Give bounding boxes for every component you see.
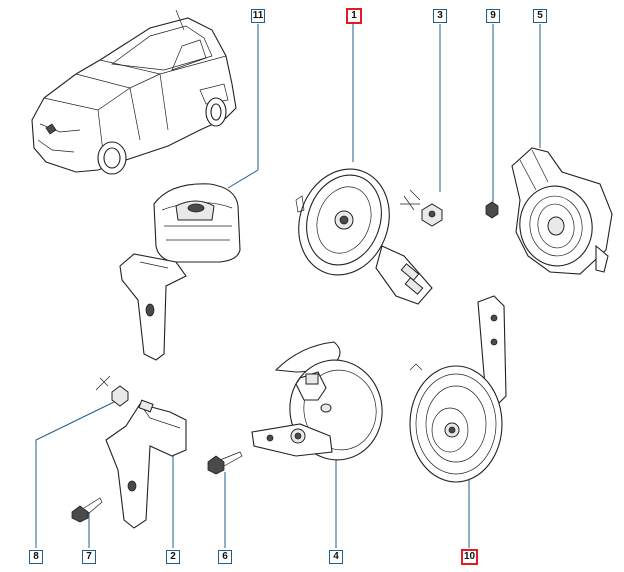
part-8-nut (95, 375, 129, 407)
part-9-nut (485, 201, 499, 219)
part-6-bolt (207, 451, 243, 475)
callout-10[interactable]: 10 (461, 549, 478, 565)
callout-1[interactable]: 1 (346, 8, 362, 24)
part-11-horn-bracket (119, 183, 241, 361)
part-7-bolt (71, 497, 103, 523)
callout-6[interactable]: 6 (218, 550, 232, 564)
callout-3[interactable]: 3 (433, 9, 447, 23)
car-illustration (31, 9, 237, 175)
leader-lines (35, 24, 541, 548)
callout-8[interactable]: 8 (29, 550, 43, 564)
callout-9[interactable]: 9 (486, 9, 500, 23)
callout-5[interactable]: 5 (533, 9, 547, 23)
part-3-nut (421, 203, 443, 227)
part-5-horn-mount (511, 147, 613, 275)
part-10-horn-bracket (409, 295, 507, 483)
part-4-horn-bracket (251, 341, 383, 461)
part-2-bracket (105, 399, 187, 529)
callout-11[interactable]: 11 (251, 9, 265, 23)
callout-2[interactable]: 2 (166, 550, 180, 564)
callout-4[interactable]: 4 (329, 550, 343, 564)
callout-7[interactable]: 7 (82, 550, 96, 564)
part-1-horn (295, 168, 433, 305)
